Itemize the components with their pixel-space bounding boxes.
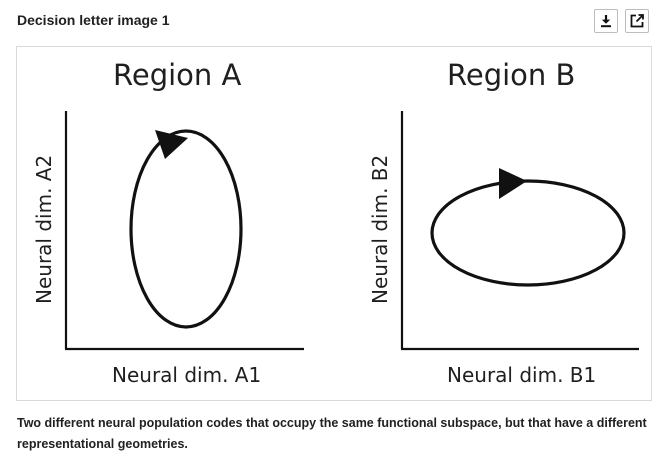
panel-b-trajectory-loop (430, 179, 626, 287)
panel-a-axes (64, 111, 304, 351)
open-in-new-icon (630, 14, 644, 28)
figure-image[interactable]: Region A Neural dim. A1 Neural dim. A2 R… (16, 46, 652, 401)
download-icon (601, 15, 611, 28)
panel-b-direction-arrow (499, 168, 527, 199)
panel-b-xlabel: Neural dim. B1 (447, 363, 597, 387)
figure-title: Decision letter image 1 (17, 12, 170, 28)
panel-a-xlabel: Neural dim. A1 (112, 363, 262, 387)
panel-a-direction-arrow (155, 130, 188, 159)
open-in-new-button[interactable] (625, 9, 649, 33)
panel-b-axes (400, 111, 639, 351)
figure-caption: Two different neural population codes th… (17, 416, 647, 451)
panel-a-trajectory-loop (129, 129, 243, 329)
figure-drawing (64, 111, 639, 351)
download-button[interactable] (594, 9, 618, 33)
panel-b-title: Region B (447, 58, 576, 92)
panel-a-title: Region A (113, 58, 242, 92)
